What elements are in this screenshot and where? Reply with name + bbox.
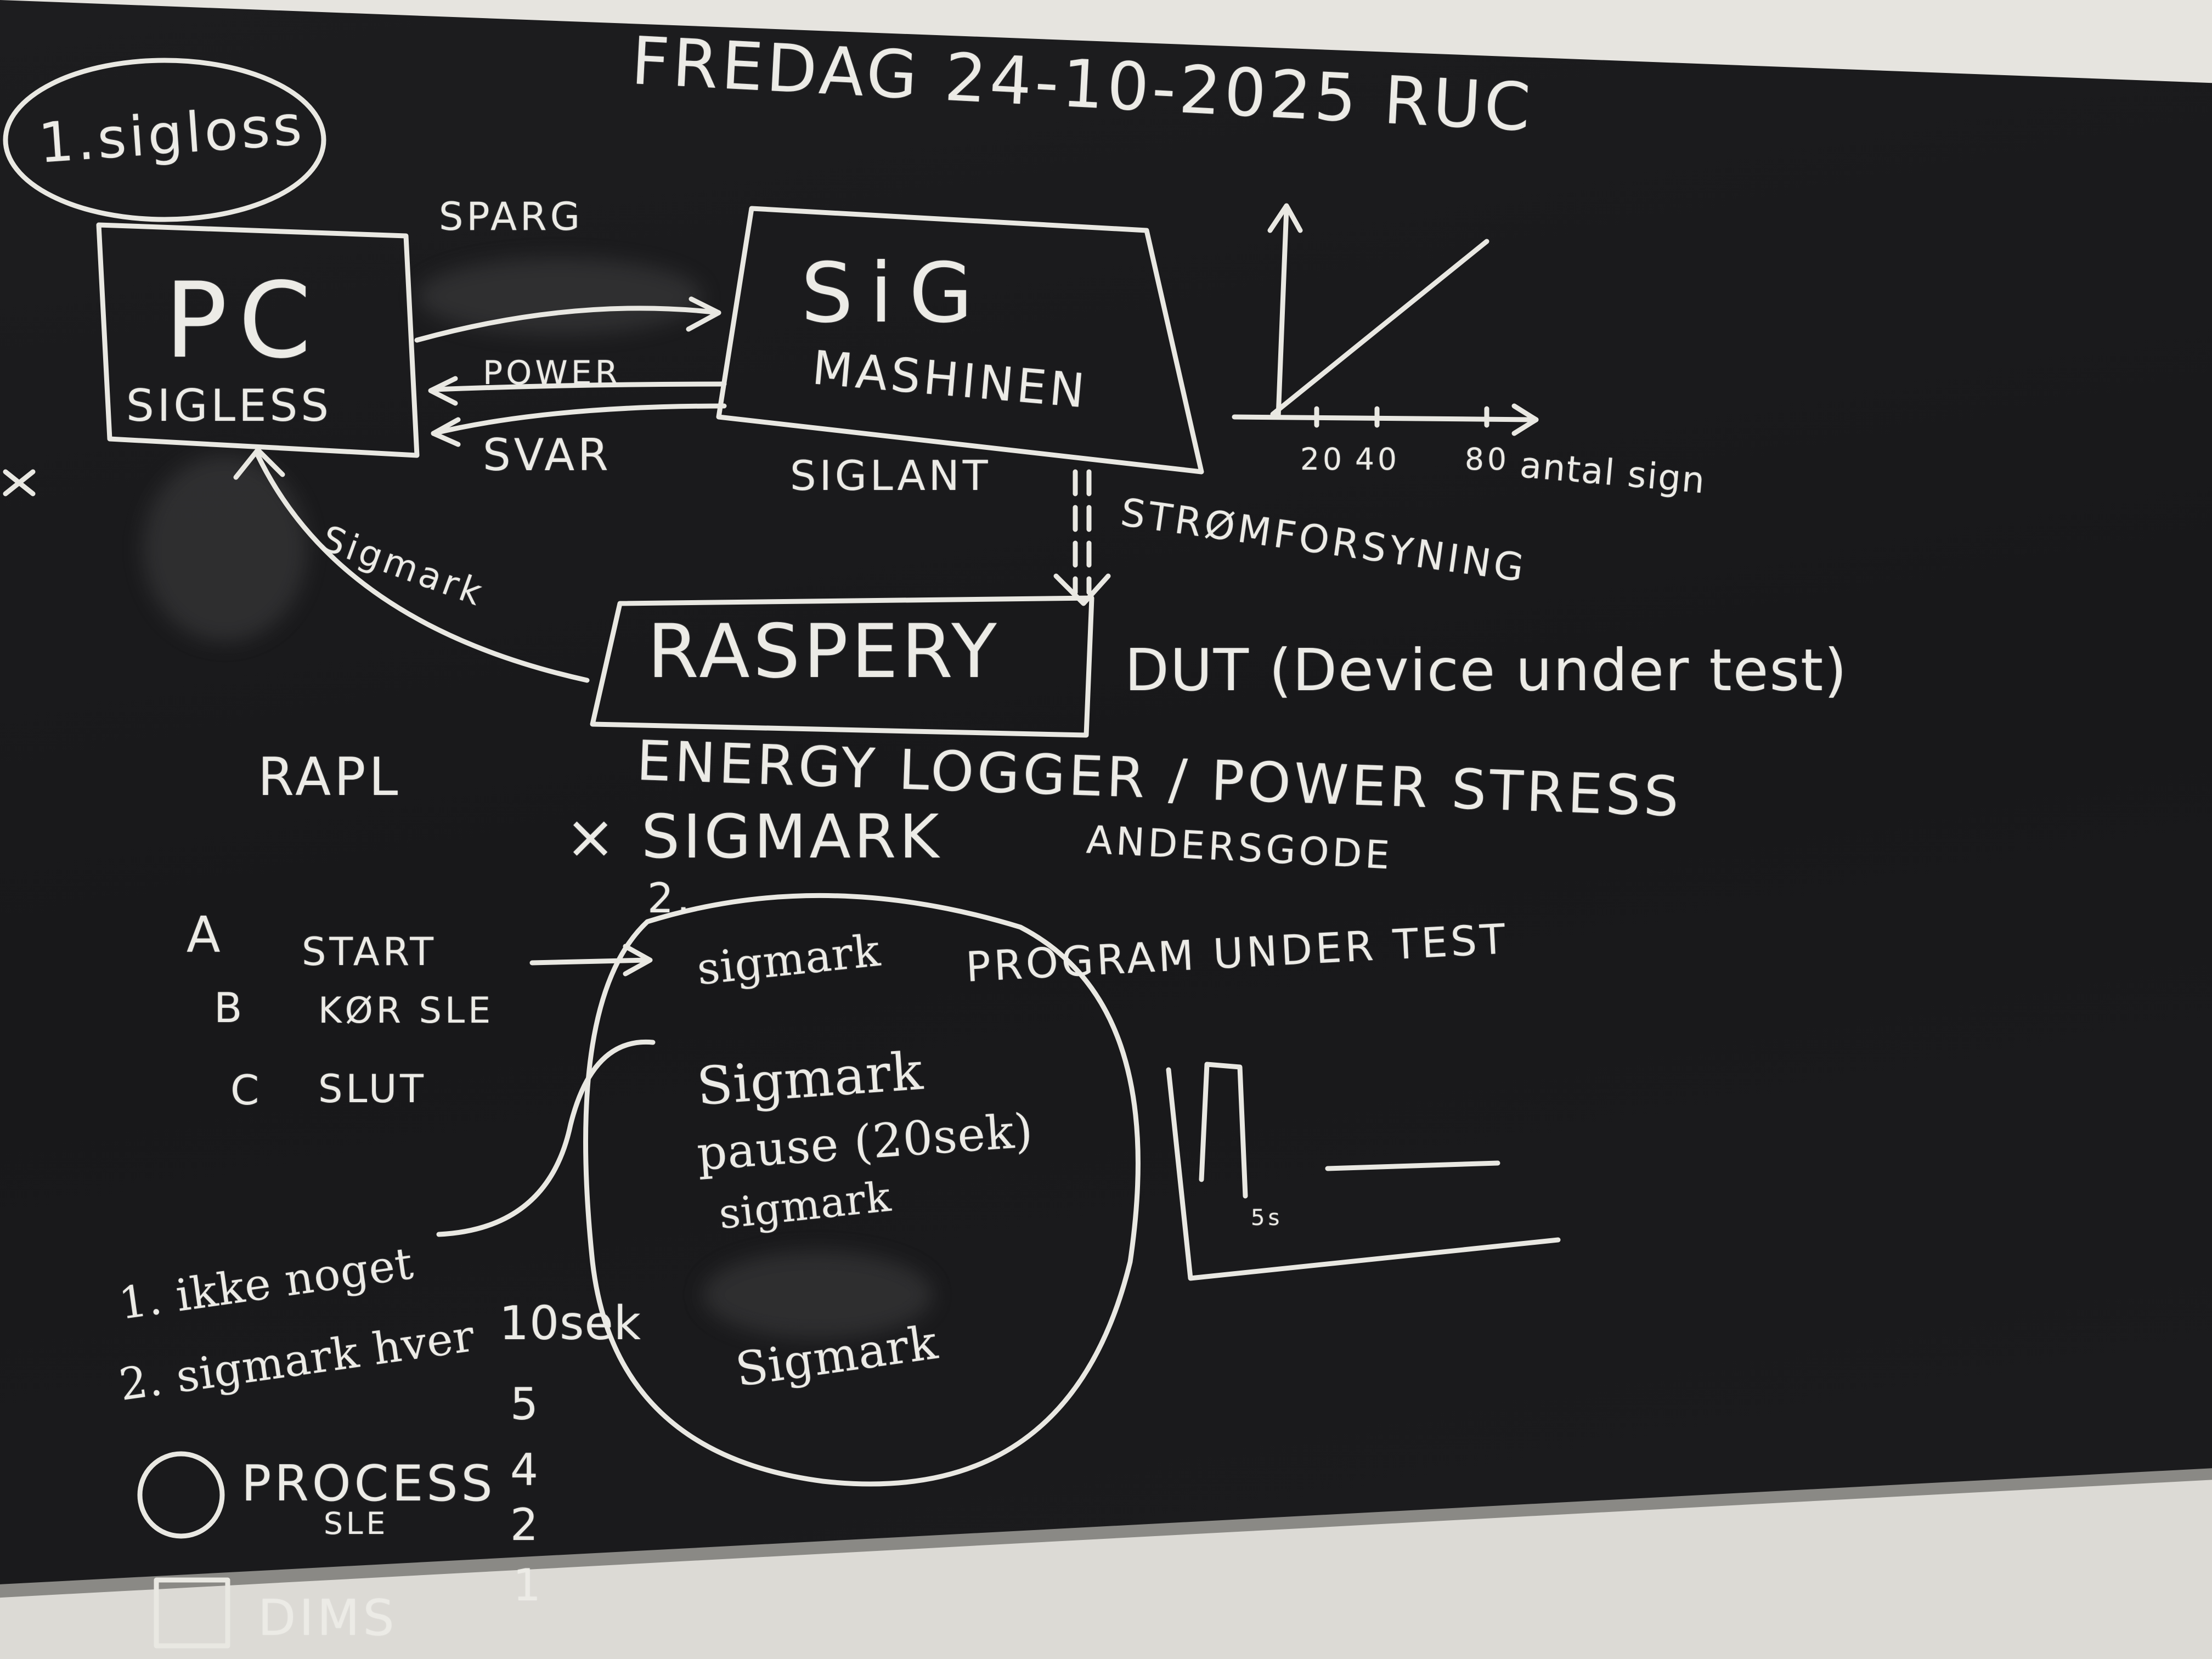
- graph-line: [1270, 239, 1489, 417]
- pc-sublabel: SIGLESS: [126, 380, 332, 431]
- pc-label: PC: [165, 260, 323, 381]
- power-arrowhead: [1053, 573, 1111, 606]
- topic-oval: [3, 58, 326, 222]
- circle-item-2: Sigmark: [695, 1041, 926, 1118]
- arrow-label-top: SPARG: [439, 194, 583, 239]
- graph-x-axis: [1232, 414, 1539, 422]
- sig-machine-box: [716, 206, 1204, 475]
- arrow-to-sig: [414, 306, 721, 343]
- raspberry-label: RASPERY: [647, 608, 1000, 695]
- sigmark-arrow: [255, 453, 590, 683]
- ten-sek-label: 10sek: [499, 1296, 641, 1351]
- step-c-text: SLUT: [318, 1066, 427, 1111]
- arrow-to-pc: [431, 381, 727, 392]
- process-circle: [137, 1451, 225, 1539]
- graph-tick-40: 40: [1355, 442, 1400, 477]
- rapl-label: RAPL: [258, 747, 402, 808]
- step-b-text: KØR SLE: [318, 990, 494, 1031]
- graph-y-axis: [1276, 206, 1289, 420]
- dut-label: DUT (Device under test): [1125, 637, 1848, 704]
- pulse-graph-pulse: [1199, 1062, 1248, 1199]
- pulse-graph-level: [1325, 1160, 1500, 1171]
- eraser-smudge: [143, 455, 307, 642]
- graph-x-arrow: [1511, 403, 1539, 436]
- graph-tick-80: 80: [1465, 442, 1510, 477]
- count-4: 4: [510, 1444, 541, 1496]
- count-1: 1: [513, 1560, 544, 1611]
- count-2: 2: [510, 1499, 541, 1550]
- list-circle: [583, 893, 1141, 1487]
- graph-tick: [1314, 406, 1489, 428]
- graph-tick-20: 20: [1300, 442, 1345, 477]
- pulse-graph-axis: [1166, 1067, 1561, 1281]
- curve-to-circle: [436, 1039, 656, 1237]
- start-arrow-head: [623, 944, 653, 977]
- x-mark-left: [3, 469, 36, 496]
- arrow-label-bottom: SVAR: [483, 430, 612, 481]
- pc-box: [96, 222, 420, 458]
- graph-y-arrow: [1267, 203, 1303, 233]
- dims-label: DIMS: [258, 1589, 398, 1647]
- pulse-graph-marker: 5s: [1251, 1205, 1283, 1231]
- dims-checkbox: [154, 1577, 230, 1649]
- start-arrow: [529, 957, 650, 966]
- step-a-text: START: [302, 929, 437, 974]
- arrow-answer: [431, 403, 727, 436]
- raspberry-box: [590, 595, 1094, 738]
- count-5: 5: [510, 1379, 541, 1430]
- arrow-to-pc-head: [428, 376, 458, 406]
- process-sublabel: SLE: [324, 1506, 389, 1541]
- arrow-to-sig-head: [686, 296, 721, 332]
- step-b-letter: B: [214, 984, 246, 1032]
- sigmark-arrow-head: [233, 447, 285, 480]
- eraser-smudge: [417, 258, 702, 335]
- arrow-label-mid: POWER: [483, 354, 622, 392]
- arrow-answer-head: [431, 417, 461, 447]
- siglant-label: SIGLANT: [790, 452, 991, 500]
- eraser-smudge: [702, 1251, 933, 1339]
- sigmark-heading: × SIGMARK: [565, 802, 943, 872]
- step-a-letter: A: [187, 906, 224, 964]
- sig-label: SiG: [801, 246, 990, 341]
- step-c-letter: C: [230, 1066, 263, 1114]
- process-label: PROCESS: [241, 1455, 496, 1513]
- circle-list-number: 2.: [647, 874, 693, 922]
